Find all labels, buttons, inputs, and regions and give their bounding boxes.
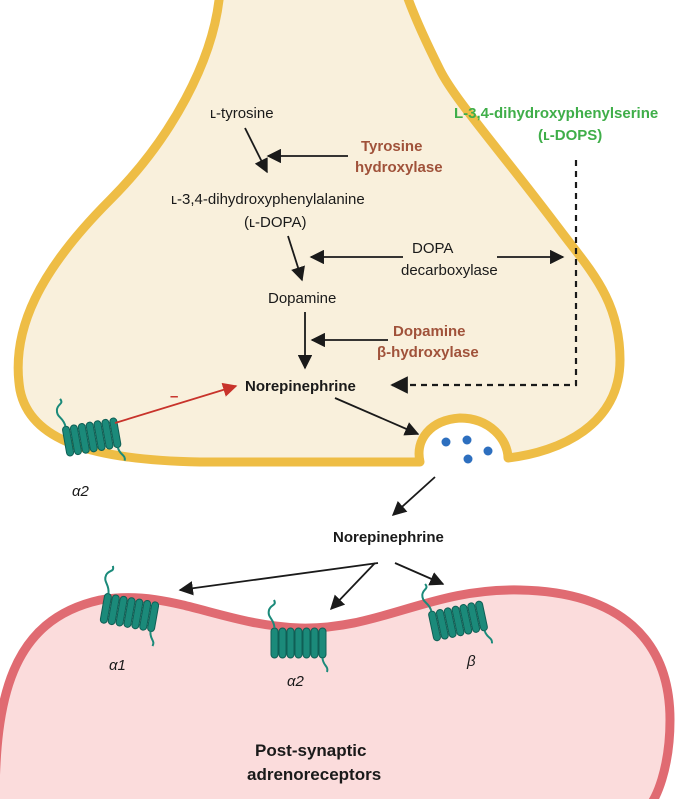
ldopa-label-line1: ʟ-3,4-dihydroxyphenylalanine: [171, 191, 365, 208]
alpha1-label: α1: [109, 657, 126, 674]
presynaptic-alpha2-label: α2: [72, 483, 90, 500]
dopa-decarboxylase-line2: decarboxylase: [401, 262, 498, 279]
vesicle-dot: [483, 446, 493, 456]
tyrosine-hydroxylase-line2: hydroxylase: [355, 159, 443, 176]
beta-label: β: [466, 653, 476, 670]
ldops-dashed-path: [390, 160, 578, 394]
postsynaptic-title-line2: adrenoreceptors: [247, 765, 381, 784]
ldops-label-line2: (ʟ-DOPS): [538, 127, 602, 144]
postsynaptic-title-line1: Post-synaptic: [255, 741, 366, 760]
vesicle-dot: [462, 435, 472, 445]
dbh-line1: Dopamine: [393, 323, 466, 340]
vesicle-dot: [441, 437, 451, 447]
vesicle-dot: [463, 454, 473, 464]
inhibition-sign: –: [170, 388, 178, 405]
postsynaptic-cell: [0, 585, 675, 799]
ldops-label-line1: L-3,4-dihydroxyphenylserine: [454, 105, 658, 122]
norepinephrine-label: Norepinephrine: [245, 378, 356, 395]
tyrosine-hydroxylase-line1: Tyrosine: [361, 138, 422, 155]
alpha2-inhibition-arrow: [114, 382, 238, 424]
post-alpha2-label: α2: [287, 673, 305, 690]
ldopa-label-line2: (ʟ-DOPA): [244, 214, 306, 231]
dopamine-label: Dopamine: [268, 290, 336, 307]
dopa-decarboxylase-line1: DOPA: [412, 240, 453, 257]
released-norepinephrine-label: Norepinephrine: [333, 529, 444, 546]
presynaptic-terminal: [13, 0, 625, 467]
pathway-arrows: [178, 127, 565, 611]
tyrosine-label: ʟ-tyrosine: [210, 105, 274, 122]
dbh-line2: β-hydroxylase: [377, 344, 479, 361]
